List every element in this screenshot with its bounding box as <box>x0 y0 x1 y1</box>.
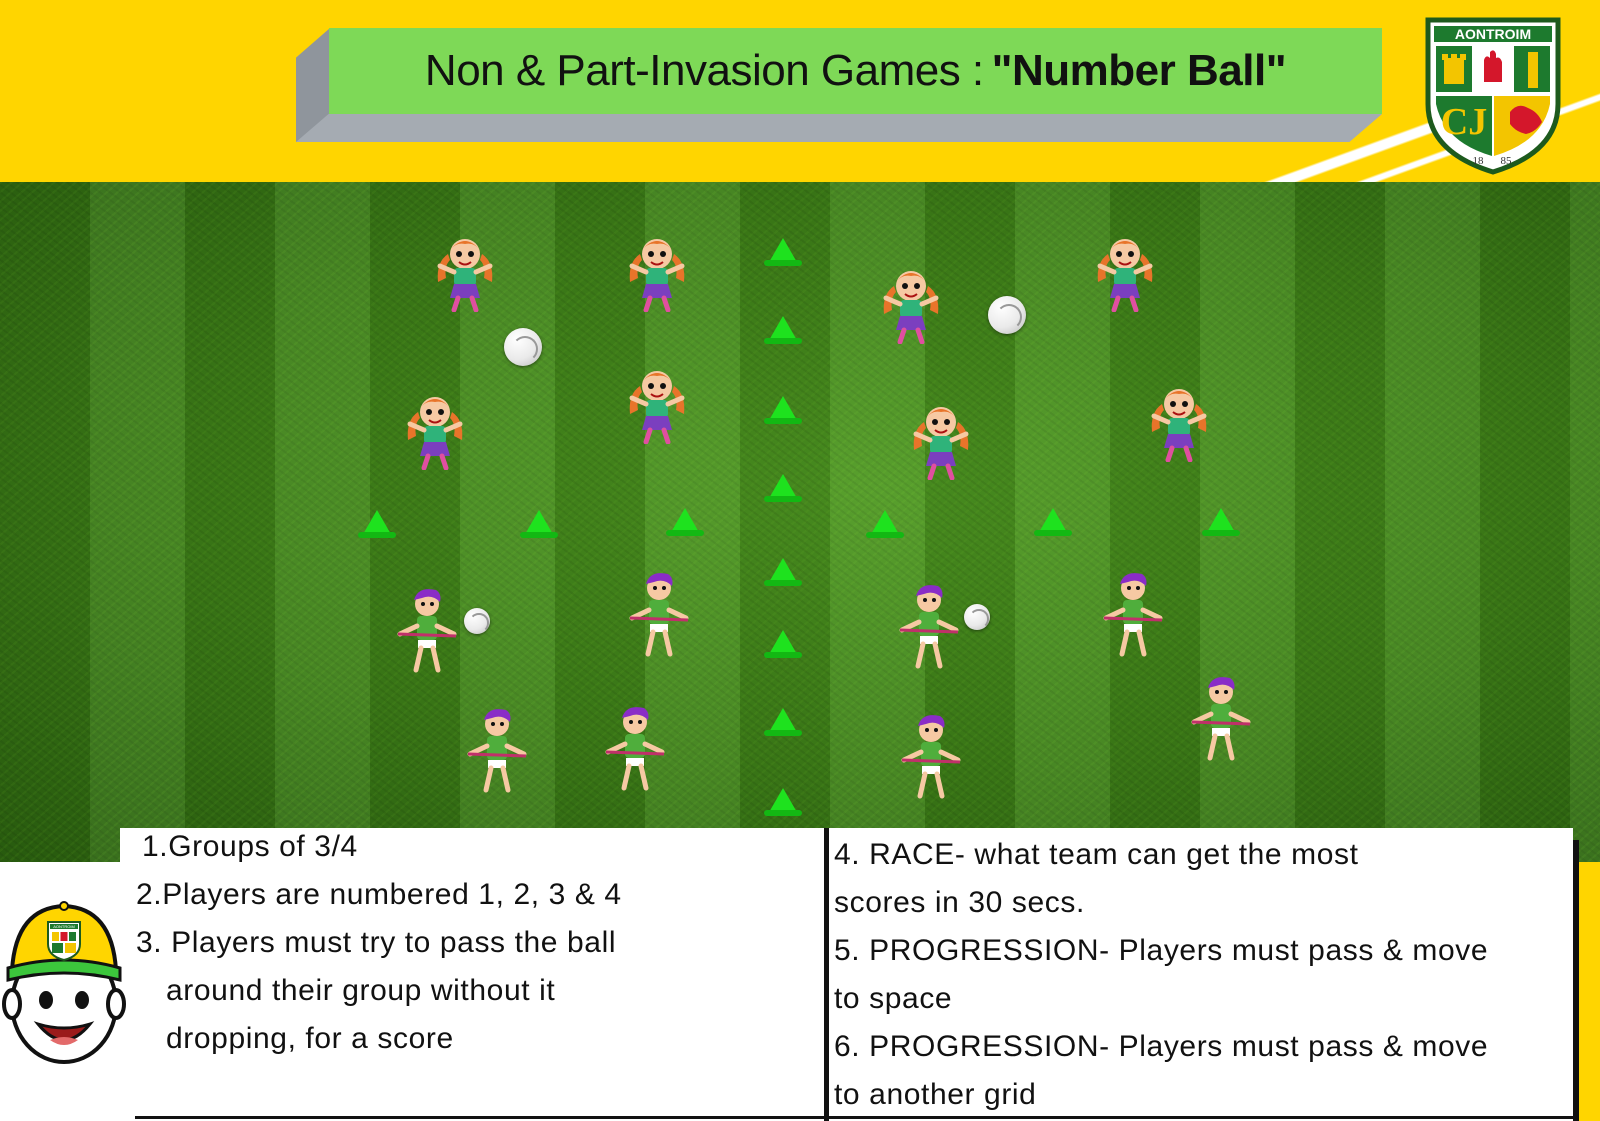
instruction-4-line1: 4. RACE- what team can get the most <box>834 838 1359 871</box>
cone <box>666 508 704 536</box>
boy-player-icon <box>1186 674 1256 764</box>
title-banner: Non & Part-Invasion Games : "Number Ball… <box>296 28 1382 142</box>
cone <box>764 238 802 266</box>
ball <box>988 296 1026 334</box>
panel-edge <box>1573 840 1579 1121</box>
title-game: "Number Ball" <box>991 46 1287 95</box>
cone <box>764 558 802 586</box>
instruction-2: 2.Players are numbered 1, 2, 3 & 4 <box>136 878 622 911</box>
svg-text:AONTROIM: AONTROIM <box>53 924 75 929</box>
boy-player-icon <box>896 712 966 802</box>
girl-player-icon <box>876 264 946 344</box>
instruction-5-line1: 5. PROGRESSION- Players must pass & move <box>834 934 1489 967</box>
boy-player-icon <box>392 586 462 676</box>
boy-player-icon <box>624 570 694 660</box>
girl-player-icon <box>1144 382 1214 462</box>
cone <box>764 396 802 424</box>
girl-player-icon <box>430 232 500 312</box>
cone <box>1202 508 1240 536</box>
svg-text:18: 18 <box>1473 155 1485 167</box>
boy-player-icon <box>462 706 532 796</box>
crest-icon: AONTROIM CJ 18 85 <box>1425 17 1561 175</box>
girl-player-icon <box>1090 232 1160 312</box>
mascot-icon: AONTROIM <box>2 901 126 1064</box>
instruction-1: 1.Groups of 3/4 <box>142 830 358 863</box>
instructions-left-panel <box>120 828 825 1121</box>
ball <box>504 328 542 366</box>
girl-player-icon <box>906 400 976 480</box>
panel-divider <box>824 828 829 1121</box>
banner-bottom <box>296 114 1382 142</box>
cone <box>1034 508 1072 536</box>
cone <box>764 708 802 736</box>
girl-player-icon <box>622 364 692 444</box>
cone <box>764 474 802 502</box>
pitch <box>0 182 1600 862</box>
banner-face: Non & Part-Invasion Games : "Number Ball… <box>329 28 1382 114</box>
svg-text:85: 85 <box>1501 155 1513 167</box>
svg-text:CJ: CJ <box>1441 101 1487 143</box>
girl-player-icon <box>622 232 692 312</box>
cone <box>764 788 802 816</box>
cone <box>764 630 802 658</box>
cone <box>520 510 558 538</box>
instructions-right-panel <box>825 828 1573 1121</box>
boy-player-icon <box>894 582 964 672</box>
ball <box>464 608 490 634</box>
instruction-3-line2: around their group without it <box>166 974 556 1007</box>
instruction-6-line1: 6. PROGRESSION- Players must pass & move <box>834 1030 1489 1063</box>
instruction-5-line2: to space <box>834 982 953 1015</box>
cone <box>358 510 396 538</box>
instruction-3-line3: dropping, for a score <box>166 1022 454 1055</box>
girl-player-icon <box>400 390 470 470</box>
cone <box>866 510 904 538</box>
cone <box>764 316 802 344</box>
instruction-6-line2: to another grid <box>834 1078 1037 1111</box>
instruction-3-line1: 3. Players must try to pass the ball <box>136 926 617 959</box>
instruction-4-line2: scores in 30 secs. <box>834 886 1085 919</box>
ball <box>964 604 990 630</box>
panel-bottom-line <box>135 1116 1575 1119</box>
boy-player-icon <box>1098 570 1168 660</box>
svg-text:AONTROIM: AONTROIM <box>1455 26 1531 42</box>
boy-player-icon <box>600 704 670 794</box>
title-prefix: Non & Part-Invasion Games : <box>424 46 984 95</box>
